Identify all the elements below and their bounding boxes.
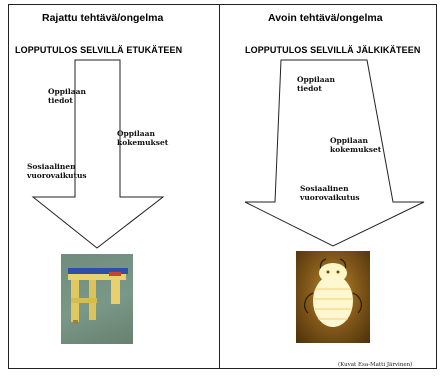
right-funnel-arrow — [244, 59, 425, 247]
left-panel-subtitle: LOPPUTULOS SELVILLÄ ETUKÄTEEN — [15, 45, 183, 55]
left-panel-title: Rajattu tehtävä/ongelma — [42, 12, 164, 24]
left-label-vuorovaikutus: Sosiaalinen vuorovaikutus — [27, 162, 87, 180]
right-label-tiedot: Oppilaan tiedot — [297, 75, 335, 93]
right-label-vuorovaikutus: Sosiaalinen vuorovaikutus — [300, 184, 360, 202]
left-label-tiedot: Oppilaan tiedot — [48, 87, 86, 105]
glowing-lamp-figure-photo — [296, 251, 370, 343]
photo-credit: (Kuvat Esa-Matti Järvinen) — [338, 362, 413, 368]
diagram-frame — [8, 4, 437, 369]
panel-divider — [219, 4, 220, 369]
right-panel-subtitle: LOPPUTULOS SELVILLÄ JÄLKIKÄTEEN — [245, 45, 421, 55]
right-label-kokemukset: Oppilaan kokemukset — [330, 136, 382, 154]
left-label-kokemukset: Oppilaan kokemukset — [117, 129, 169, 147]
right-panel-title: Avoin tehtävä/ongelma — [268, 12, 383, 24]
wooden-ratchet-toy-photo — [61, 254, 133, 344]
left-funnel-arrow — [31, 59, 165, 249]
